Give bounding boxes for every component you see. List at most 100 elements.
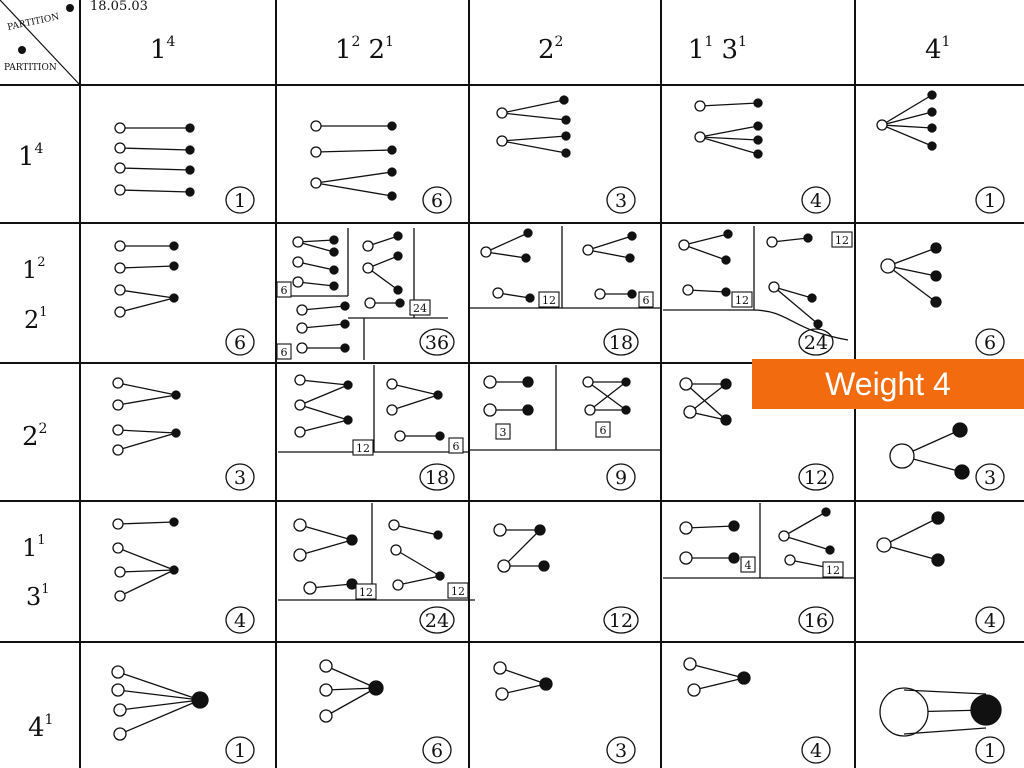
sub-count-value: 4 [745,559,752,572]
graph-node-open [113,703,127,717]
graph-node-open [879,687,929,737]
graph-node-filled [753,135,763,145]
graph-node-open [293,518,307,532]
graph-node-open [362,240,374,252]
graph-edge [297,281,335,287]
sub-count-box [595,421,611,438]
sub-count-box [276,281,292,298]
row-5-label: 41 [28,712,53,743]
count-value: 4 [984,610,996,632]
graph-edge [501,112,567,121]
graph-edge [299,524,353,541]
graph-node-filled [525,293,535,303]
sub-count-value: 6 [453,440,460,453]
graph-node-filled [346,534,358,546]
count-value: 4 [810,740,822,762]
graph-edge [883,544,939,561]
graph-edge [501,140,567,154]
sub-count-value: 12 [835,234,849,247]
graph-node-filled [185,187,195,197]
sub-count-box [538,291,560,308]
graph-edge [683,244,727,261]
sub-count-box [276,343,292,360]
count-circle [606,736,636,764]
graph-node-filled [538,560,550,572]
sub-count-box [731,291,753,308]
graph-node-filled [329,265,339,275]
graph-node-open [114,162,126,174]
graph-edge [119,569,175,573]
graph-edge [117,547,175,571]
graph-edge [903,727,987,735]
graph-node-filled [931,553,945,567]
graph-node-open [296,304,308,316]
count-value: 4 [810,190,822,212]
graph-node-filled [329,247,339,257]
count-circle [801,736,831,764]
count-circle [419,328,455,356]
graph-node-filled [931,511,945,525]
count-value: 6 [234,332,246,354]
graph-node-filled [521,253,531,263]
graph-edge [699,136,759,155]
count-value: 1 [234,740,246,762]
graph-edge [881,124,933,147]
graph-edge [685,525,735,529]
count-circle [975,186,1005,214]
graph-node-filled [387,145,397,155]
sub-count-box [409,299,431,316]
graph-node-filled [171,428,181,438]
graph-node-open [584,404,596,416]
graph-edge [297,261,335,271]
graph-edge [299,419,349,433]
graph-node-filled [169,517,179,527]
count-value: 6 [984,332,996,354]
graph-node-filled [435,431,445,441]
graph-node-filled [522,376,534,388]
graph-edge [503,529,541,567]
graph-node-filled [169,241,179,251]
graph-edge [687,289,727,293]
graph-node-filled [169,293,179,303]
graph-node-open [582,244,594,256]
graph-node-open [292,256,304,268]
graph-node-open [319,683,333,697]
graph-node-open [296,342,308,354]
graph-node-open [114,566,126,578]
graph-node-filled [723,229,733,239]
graph-node-filled [927,123,937,133]
graph-edge [699,125,759,138]
count-circle [225,328,255,356]
graph-edge [391,383,439,396]
graph-node-open [293,548,307,562]
graph-edge [587,249,631,259]
graph-node-open [493,523,507,537]
count-value: 3 [234,467,246,489]
graph-node-filled [721,255,731,265]
corner-bottom-label: PARTITION [4,63,57,73]
graph-node-filled [927,141,937,151]
count-circle [419,463,455,491]
graph-node-open [768,281,780,293]
graph-node-filled [721,287,731,297]
graph-node-filled [753,149,763,159]
graph-node-open [390,544,402,556]
graph-node-filled [813,319,823,329]
graph-edge [501,683,547,695]
graph-edge [391,394,439,411]
graph-node-open [678,239,690,251]
graph-node-filled [393,251,403,261]
count-circle [603,328,639,356]
weight-banner: Weight 4 [752,359,1024,409]
graph-node-open [497,559,511,573]
count-value: 1 [234,190,246,212]
graph-node-filled [171,390,181,400]
sub-count-value: 12 [356,442,370,455]
graph-edge [301,323,346,329]
graph-edge [393,524,439,536]
